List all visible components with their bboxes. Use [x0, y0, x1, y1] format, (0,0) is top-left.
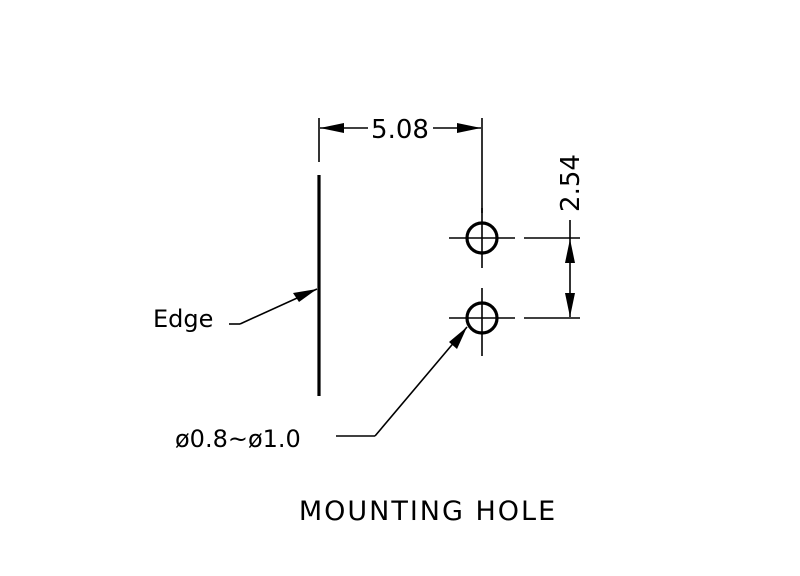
hole-bottom: [449, 288, 515, 356]
arrowhead-bottom: [565, 293, 575, 317]
arrowhead-top: [565, 239, 575, 263]
dimension-text-horizontal: 5.08: [371, 115, 429, 145]
arrowhead-left: [320, 123, 344, 133]
edge-leader: Edge: [153, 288, 318, 333]
horizontal-dimension: 5.08: [318, 115, 483, 213]
dimension-text-vertical: 2.54: [556, 154, 586, 212]
hole-top: [449, 208, 515, 268]
vertical-dimension: 2.54: [524, 154, 586, 319]
hole-diameter-label: ø0.8~ø1.0: [175, 425, 301, 453]
hole-diameter-leader: ø0.8~ø1.0: [175, 326, 468, 453]
arrowhead-right: [457, 123, 481, 133]
edge-label: Edge: [153, 305, 213, 333]
drawing-title: MOUNTING HOLE: [299, 496, 557, 527]
